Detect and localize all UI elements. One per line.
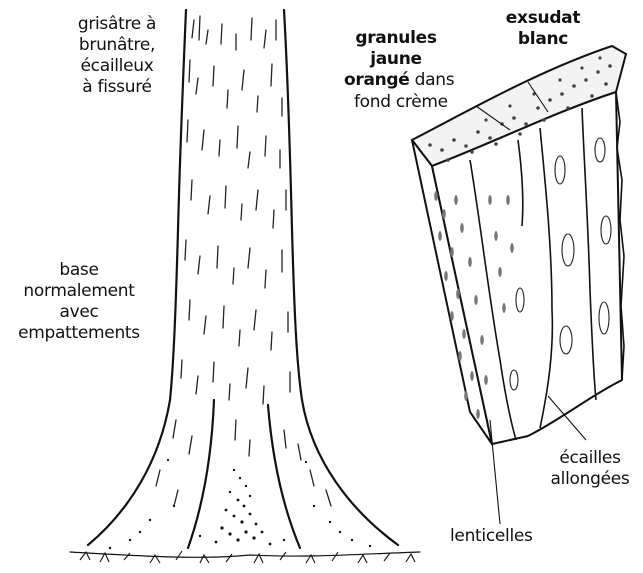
label-fond-line: fond crème (354, 92, 494, 113)
label-orange: orangé dans (344, 70, 504, 91)
label-base-line1: base (4, 260, 154, 281)
label-bark-color-line2: brunâtre, (62, 35, 172, 56)
label-granules: granules jaune (346, 28, 446, 70)
label-bark-color-line1: grisâtre à (62, 14, 172, 35)
label-base-line2: normalement (4, 281, 154, 302)
label-ecailles: écailles allongées (540, 448, 640, 490)
root-flare-left (188, 400, 214, 548)
label-fond: fond crème (354, 92, 494, 113)
label-bark-color: grisâtre à brunâtre, écailleux à fissuré (62, 14, 172, 98)
label-granules-line1: granules (346, 28, 446, 49)
label-orange-rest: dans (410, 70, 455, 90)
label-lenticelles: lenticelles (450, 526, 570, 547)
label-bark-color-line3: écailleux (62, 56, 172, 77)
label-granules-line2: jaune (346, 49, 446, 70)
label-orange-line: orangé dans (344, 70, 504, 91)
label-base-line4: empattements (4, 323, 154, 344)
base-stippling (109, 459, 371, 549)
label-ecailles-line1: écailles (540, 448, 640, 469)
label-exsudat: exsudat blanc (488, 8, 598, 50)
label-ecailles-line2: allongées (540, 469, 640, 490)
label-base: base normalement avec empattements (4, 260, 154, 344)
label-base-line3: avec (4, 302, 154, 323)
label-lenticelles-line: lenticelles (450, 526, 570, 547)
label-exsudat-line1: exsudat (488, 8, 598, 29)
label-bark-color-line4: à fissuré (62, 77, 172, 98)
ground-line (70, 552, 420, 557)
root-flare-right (268, 405, 300, 548)
label-exsudat-line2: blanc (488, 29, 598, 50)
ground-grass (80, 551, 415, 563)
label-orange-bold: orangé (344, 70, 410, 90)
